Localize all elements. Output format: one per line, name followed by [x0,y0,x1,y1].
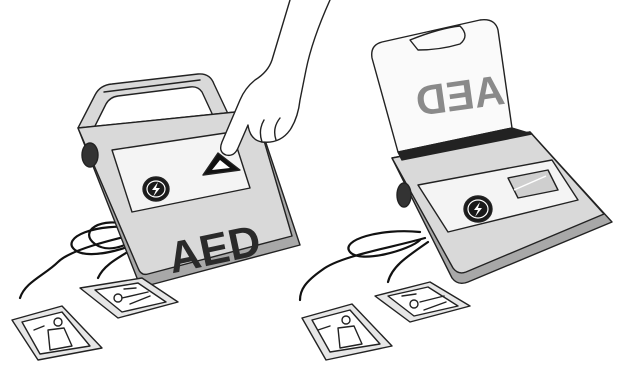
right-device-body [392,128,612,283]
left-shock-button[interactable] [143,177,169,201]
right-electrode-pad-front [302,304,392,360]
right-panel-aed-open: AED [300,20,612,360]
left-finger-press-hand [221,0,330,155]
left-electrode-pad-back [80,278,178,318]
left-panel-aed-closed: AED [12,0,330,360]
right-electrode-pad-back [375,282,470,322]
left-electrode-pad-front [12,306,102,360]
right-shock-button[interactable] [464,196,492,222]
